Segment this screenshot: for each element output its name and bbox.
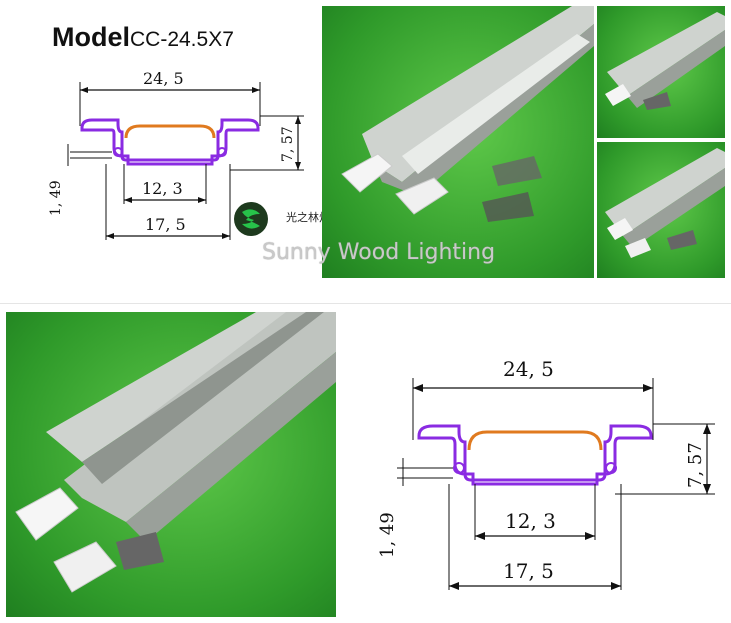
top-dim-inner: 12, 3 [142,179,183,198]
top-profile-drawing: 24, 5 7, 57 1, 49 12, 3 17, 5 [48,69,304,240]
top-dim-flange: 1, 49 [48,180,64,216]
section-divider [0,303,731,304]
product-photo-small-bottom [597,142,725,278]
product-photo-main [322,6,594,278]
top-diffuser [124,124,216,139]
model-title: ModelCC-24.5X7 [52,22,234,53]
bottom-dim-height: 7, 57 [685,442,706,488]
top-dim-height: 7, 57 [280,126,296,162]
bottom-dim-inner: 12, 3 [505,509,556,533]
top-dim-width: 24, 5 [143,69,184,88]
brand-logo [234,202,268,236]
product-photo-large [6,312,336,617]
bottom-dim-width: 24, 5 [503,357,554,381]
top-dim-bottom: 17, 5 [145,215,186,234]
bottom-diffuser [467,430,603,451]
model-label: Model [52,22,130,52]
bottom-profile-outline [417,424,653,486]
bottom-dim-bottom: 17, 5 [503,559,554,583]
model-code: CC-24.5X7 [130,28,234,51]
product-photo-small-top [597,6,725,138]
bottom-dim-flange: 1, 49 [377,512,398,558]
brand-watermark: Sunny Wood Lighting [262,240,496,265]
bottom-profile-drawing: 24, 5 7, 57 1, 49 12, 3 17, 5 [377,357,715,590]
